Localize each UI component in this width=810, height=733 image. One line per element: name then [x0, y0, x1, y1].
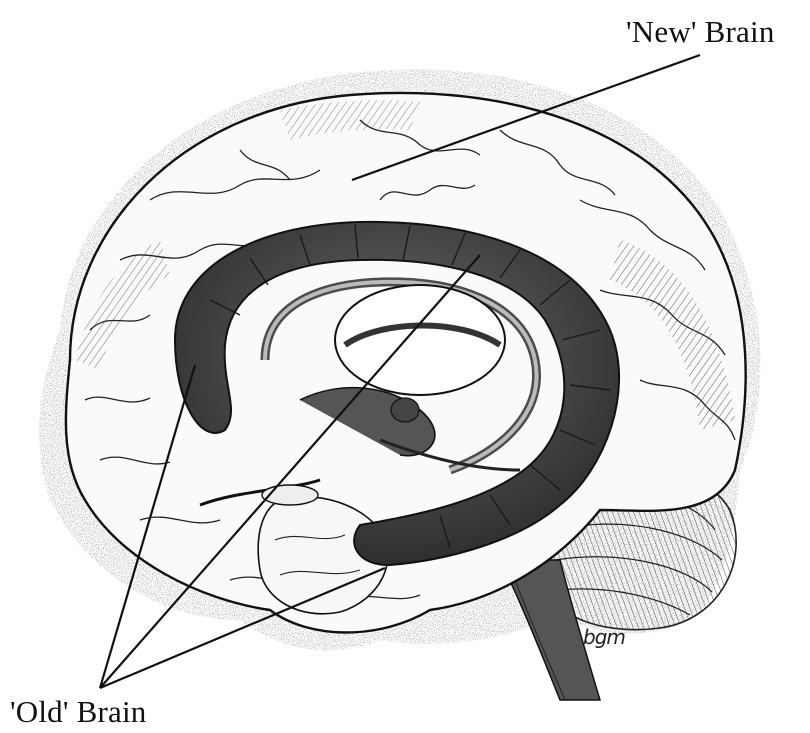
artist-signature: bgm	[583, 625, 625, 649]
new-brain-label: 'New' Brain	[626, 14, 775, 50]
old-brain-label: 'Old' Brain	[10, 694, 147, 730]
